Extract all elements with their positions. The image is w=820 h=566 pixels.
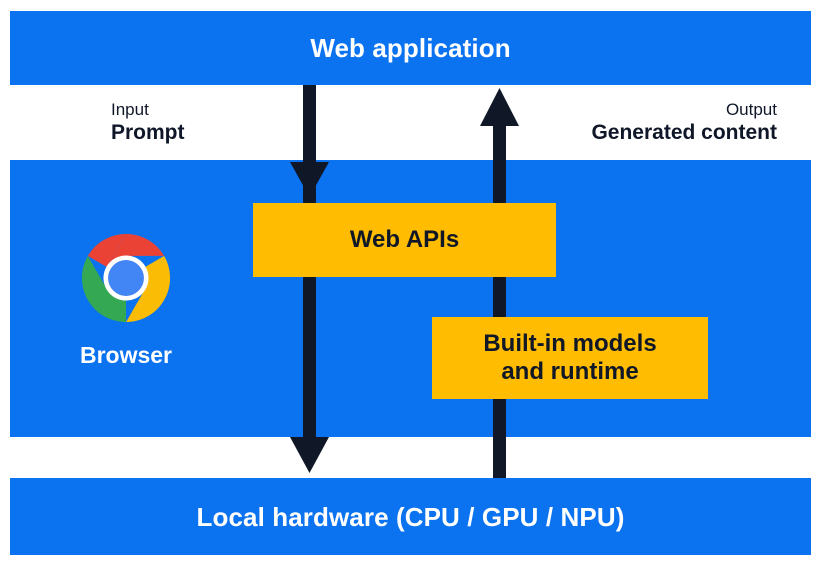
box-builtin-models: Built-in models and runtime [432, 317, 708, 399]
band-web-application-label: Web application [310, 33, 511, 63]
chrome-logo-icon [81, 233, 171, 323]
box-builtin-models-label: Built-in models and runtime [483, 329, 657, 385]
browser-group: Browser [80, 232, 172, 369]
caption-output-value: Generated content [591, 121, 777, 145]
band-local-hardware-label: Local hardware (CPU / GPU / NPU) [196, 502, 625, 532]
caption-output: Output Generated content [591, 99, 777, 147]
band-local-hardware: Local hardware (CPU / GPU / NPU) [10, 478, 811, 555]
box-web-apis-label: Web APIs [349, 225, 460, 253]
box-web-apis: Web APIs [253, 203, 556, 277]
band-web-application: Web application [10, 11, 811, 85]
caption-input: Input Prompt [111, 99, 185, 147]
caption-output-kind: Output [725, 100, 777, 119]
caption-input-kind: Input [111, 100, 149, 119]
caption-input-value: Prompt [111, 121, 185, 145]
browser-label: Browser [79, 342, 173, 368]
